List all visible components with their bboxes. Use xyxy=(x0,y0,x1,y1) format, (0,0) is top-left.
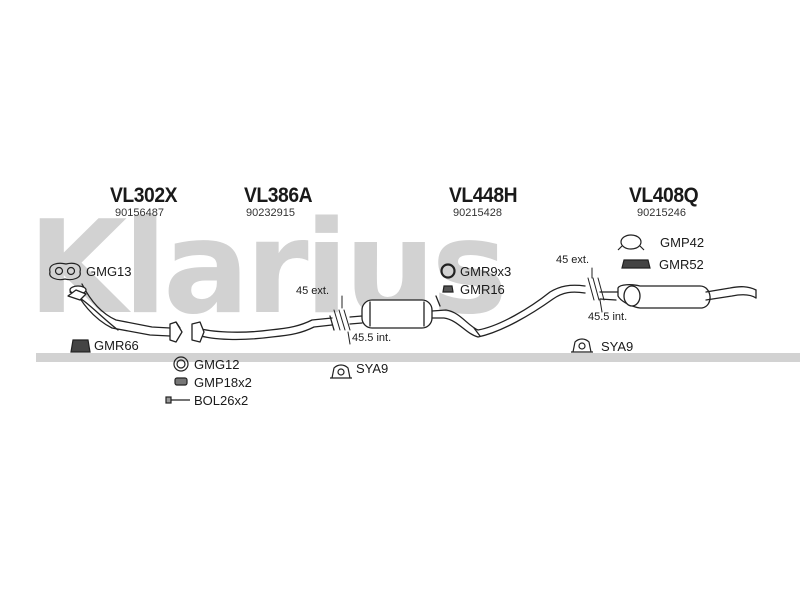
overlap-marker-left xyxy=(333,295,351,345)
rubber-ring-icon xyxy=(440,263,456,279)
watermark-bar xyxy=(36,353,800,362)
part-label-gmr16: GMR16 xyxy=(460,282,505,297)
annotation-int-right: 45.5 int. xyxy=(588,311,628,323)
part-label-gmr66: GMR66 xyxy=(94,338,139,353)
intermediate-pipe-vl386a xyxy=(191,315,335,343)
section-number-vl408q: 90215246 xyxy=(637,207,686,219)
section-code-vl448h: VL448H xyxy=(449,184,518,207)
part-label-sya9-right: SYA9 xyxy=(601,339,634,354)
small-mount-icon xyxy=(442,285,454,293)
annotation-ext-left: 45 ext. xyxy=(296,285,330,297)
ring-gasket-icon xyxy=(173,356,189,372)
mount-block-icon xyxy=(621,259,651,269)
annotation-int-left: 45.5 int. xyxy=(352,332,392,344)
part-label-sya9-left: SYA9 xyxy=(356,361,389,376)
section-code-vl302x: VL302X xyxy=(110,184,178,207)
section-number-vl386a: 90232915 xyxy=(246,207,295,219)
section-code-vl408q: VL408Q xyxy=(629,184,699,207)
annotation-ext-right: 45 ext. xyxy=(556,254,590,266)
part-label-gmg13: GMG13 xyxy=(86,264,132,279)
bolt-icon xyxy=(165,396,190,404)
bracket-icon-right xyxy=(571,338,593,353)
clamp-ring-icon xyxy=(617,234,645,251)
clamp-icon xyxy=(174,377,188,386)
rubber-mount-icon xyxy=(70,339,91,353)
part-label-gmr9x3: GMR9x3 xyxy=(460,264,512,279)
overlap-marker-right xyxy=(587,267,605,313)
section-number-vl302x: 90156487 xyxy=(115,207,164,219)
section-code-vl386a: VL386A xyxy=(244,184,313,207)
centre-silencer-vl448h xyxy=(349,284,586,338)
front-pipe-vl302x xyxy=(67,283,183,343)
gasket-icon xyxy=(49,262,81,281)
part-label-gmr52: GMR52 xyxy=(659,257,704,272)
part-label-gmp42: GMP42 xyxy=(660,235,705,250)
part-label-bol26x2: BOL26x2 xyxy=(194,393,249,408)
part-label-gmg12: GMG12 xyxy=(194,357,240,372)
rear-silencer-vl408q xyxy=(599,284,757,309)
bracket-icon-left xyxy=(330,364,352,379)
section-number-vl448h: 90215428 xyxy=(453,207,502,219)
part-label-gmp18x2: GMP18x2 xyxy=(194,375,252,390)
